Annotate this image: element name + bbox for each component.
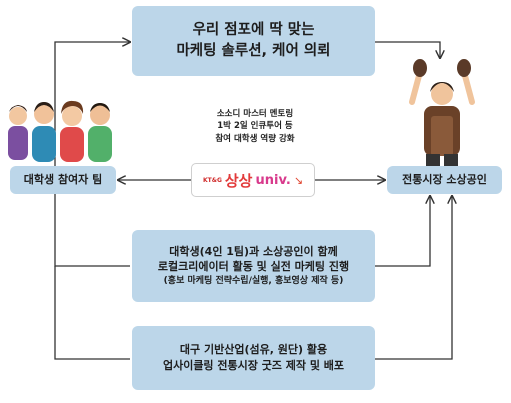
ktng-univ-logo: KT&G 상상 univ. ↘ [191, 163, 315, 197]
activity-box: 대학생(4인 1팀)과 소상공인이 함께 로컬크리에이터 활동 및 실전 마케팅… [132, 230, 375, 302]
request-box: 우리 점포에 딱 맞는 마케팅 솔루션, 케어 의뢰 [132, 6, 375, 76]
goods-line-2: 업사이클링 전통시장 굿즈 제작 및 배포 [162, 359, 345, 372]
request-line-2: 마케팅 솔루션, 케어 의뢰 [176, 43, 331, 59]
request-line-1: 우리 점포에 딱 맞는 [192, 21, 315, 38]
arrow-top-to-right [375, 41, 440, 58]
student-team-label: 대학생 참여자 팀 [23, 173, 103, 187]
arrow-bottom-to-right [375, 196, 452, 360]
mentoring-line-2: 1박 2일 인큐투어 등 [217, 121, 293, 132]
logo-kt-text: KT&G [202, 176, 222, 184]
student-4 [88, 103, 112, 162]
activity-line-2: 로컬크리에이터 활동 및 실전 마케팅 진행 [157, 260, 350, 274]
merchant-box: 전통시장 소상공인 [387, 166, 502, 194]
mentoring-line-1: 소소디 마스터 멘토링 [216, 109, 294, 119]
mentoring-line-3: 참여 대학생 역량 강화 [215, 133, 295, 144]
student-3 [60, 100, 84, 162]
logo-main-text: 상상 [224, 171, 253, 190]
arrow-mid-to-right [375, 196, 430, 267]
mentoring-text: 소소디 마스터 멘토링 1박 2일 인큐투어 등 참여 대학생 역량 강화 [160, 108, 350, 145]
goods-line-1: 대구 기반산업(섬유, 원단) 활용 [179, 343, 328, 357]
activity-line-1: 대학생(4인 1팀)과 소상공인이 함께 [169, 244, 338, 258]
student-team-box: 대학생 참여자 팀 [10, 166, 116, 194]
student-1 [8, 105, 28, 160]
arrow-left-to-mid [54, 194, 130, 267]
student-2 [32, 102, 56, 162]
activity-line-3: (홍보 마케팅 전략수립/실행, 홍보영상 제작 등) [163, 276, 344, 287]
merchant-label: 전통시장 소상공인 [402, 173, 487, 187]
market-vendor-illustration [409, 59, 475, 166]
arrow-left-to-top [54, 42, 130, 166]
arrow-left-to-bottom [54, 266, 130, 360]
goods-box: 대구 기반산업(섬유, 원단) 활용 업사이클링 전통시장 굿즈 제작 및 배포 [132, 326, 375, 390]
logo-univ-text: univ. [255, 172, 291, 188]
logo-arrow-icon: ↘ [293, 173, 304, 187]
student-team-illustration [8, 100, 112, 162]
